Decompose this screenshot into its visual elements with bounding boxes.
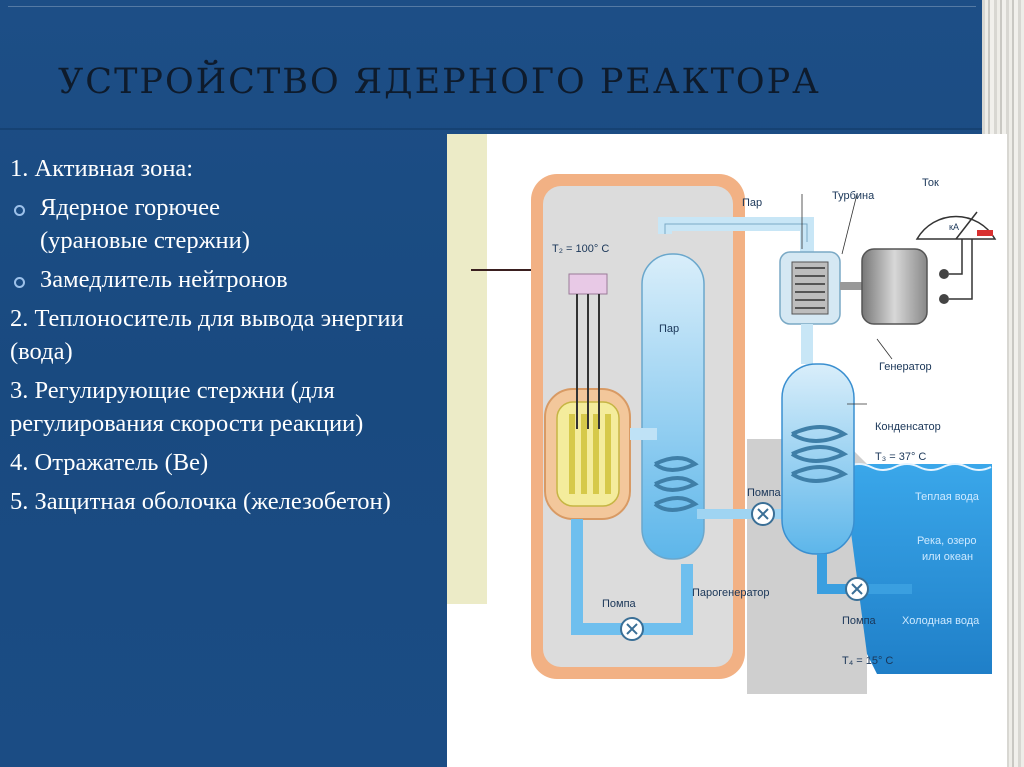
label-cold-water: Холодная вода bbox=[902, 615, 980, 627]
pump-bottom-blades bbox=[626, 623, 638, 635]
pump-right-blades bbox=[757, 508, 769, 520]
item-coolant: 2. Теплоноситель для вывода энергии (вод… bbox=[10, 305, 404, 365]
sea bbox=[842, 464, 992, 674]
label-river: Река, озеро bbox=[917, 535, 977, 547]
cooling-pipe bbox=[817, 554, 912, 594]
item-uranium-rods: (урановые стержни) bbox=[40, 227, 250, 254]
steam-generator-vessel bbox=[641, 253, 705, 560]
label-steam-generator: Парогенератор bbox=[692, 587, 769, 599]
turbine-blades bbox=[795, 267, 825, 309]
label-t2: T₂ = 100° С bbox=[552, 243, 609, 255]
label-steam-top: Пар bbox=[742, 197, 762, 209]
reactor-diagram: Пар Турбина Ток кА T₂ = 100° С Пар Генер… bbox=[447, 134, 1007, 767]
item-nuclear-fuel: Ядерное горючее bbox=[10, 191, 450, 224]
wires bbox=[949, 234, 973, 300]
fuel-rod-2 bbox=[581, 414, 587, 494]
steam-pipe-top-edge bbox=[664, 223, 808, 242]
ammeter-needle bbox=[955, 211, 978, 240]
item-moderator: Замедлитель нейтронов bbox=[10, 263, 450, 296]
label-or-ocean: или океан bbox=[922, 551, 973, 563]
label-condenser: Конденсатор bbox=[875, 421, 941, 433]
label-current: Ток bbox=[922, 177, 939, 189]
waves bbox=[846, 463, 992, 471]
steam-generator-coil bbox=[653, 456, 699, 512]
item-control-rods: 3. Регулирующие стержни (для регулирован… bbox=[10, 377, 364, 437]
label-t4: T₄ = 15° С bbox=[842, 655, 893, 667]
turbine-rotor bbox=[791, 261, 829, 315]
label-generator: Генератор bbox=[879, 361, 932, 373]
turbine-shaft bbox=[840, 282, 870, 290]
item-active-zone: 1. Активная зона: bbox=[10, 155, 194, 182]
condenser-coil bbox=[790, 425, 849, 483]
item-reflector: 4. Отражатель (Ве) bbox=[10, 449, 209, 476]
generator bbox=[861, 248, 928, 325]
ammeter-red-zone bbox=[977, 230, 993, 236]
terminal-2 bbox=[939, 294, 949, 304]
frame-line bbox=[8, 6, 976, 7]
label-steam-inner: Пар bbox=[659, 323, 679, 335]
label-pump-lower-right: Помпа bbox=[842, 615, 877, 627]
content-list: 1. Активная зона: Ядерное горючее (урано… bbox=[10, 152, 450, 524]
fuel-rod-1 bbox=[569, 414, 575, 494]
label-pump-right: Помпа bbox=[747, 487, 782, 499]
control-rod-drive bbox=[568, 273, 608, 295]
label-turbine: Турбина bbox=[832, 190, 875, 202]
slide-title: Устройство ядерного реактора bbox=[58, 62, 821, 102]
fuel-rod-4 bbox=[605, 414, 611, 494]
leader-lines bbox=[801, 193, 893, 405]
label-pump-bottom: Помпа bbox=[602, 598, 637, 610]
label-warm-water: Теплая вода bbox=[915, 491, 980, 503]
pump-lower-right-blades bbox=[851, 583, 863, 595]
label-t3: T₃ = 37° С bbox=[875, 451, 926, 463]
beige-strip bbox=[447, 134, 487, 604]
label-meter-unit: кА bbox=[949, 222, 959, 232]
reactor-diagram-svg: Пар Турбина Ток кА T₂ = 100° С Пар Генер… bbox=[447, 134, 997, 694]
terminal-1 bbox=[939, 269, 949, 279]
item-shell: 5. Защитная оболочка (железобетон) bbox=[10, 488, 391, 515]
title-divider bbox=[0, 128, 982, 130]
fuel-rod-3 bbox=[593, 414, 599, 494]
